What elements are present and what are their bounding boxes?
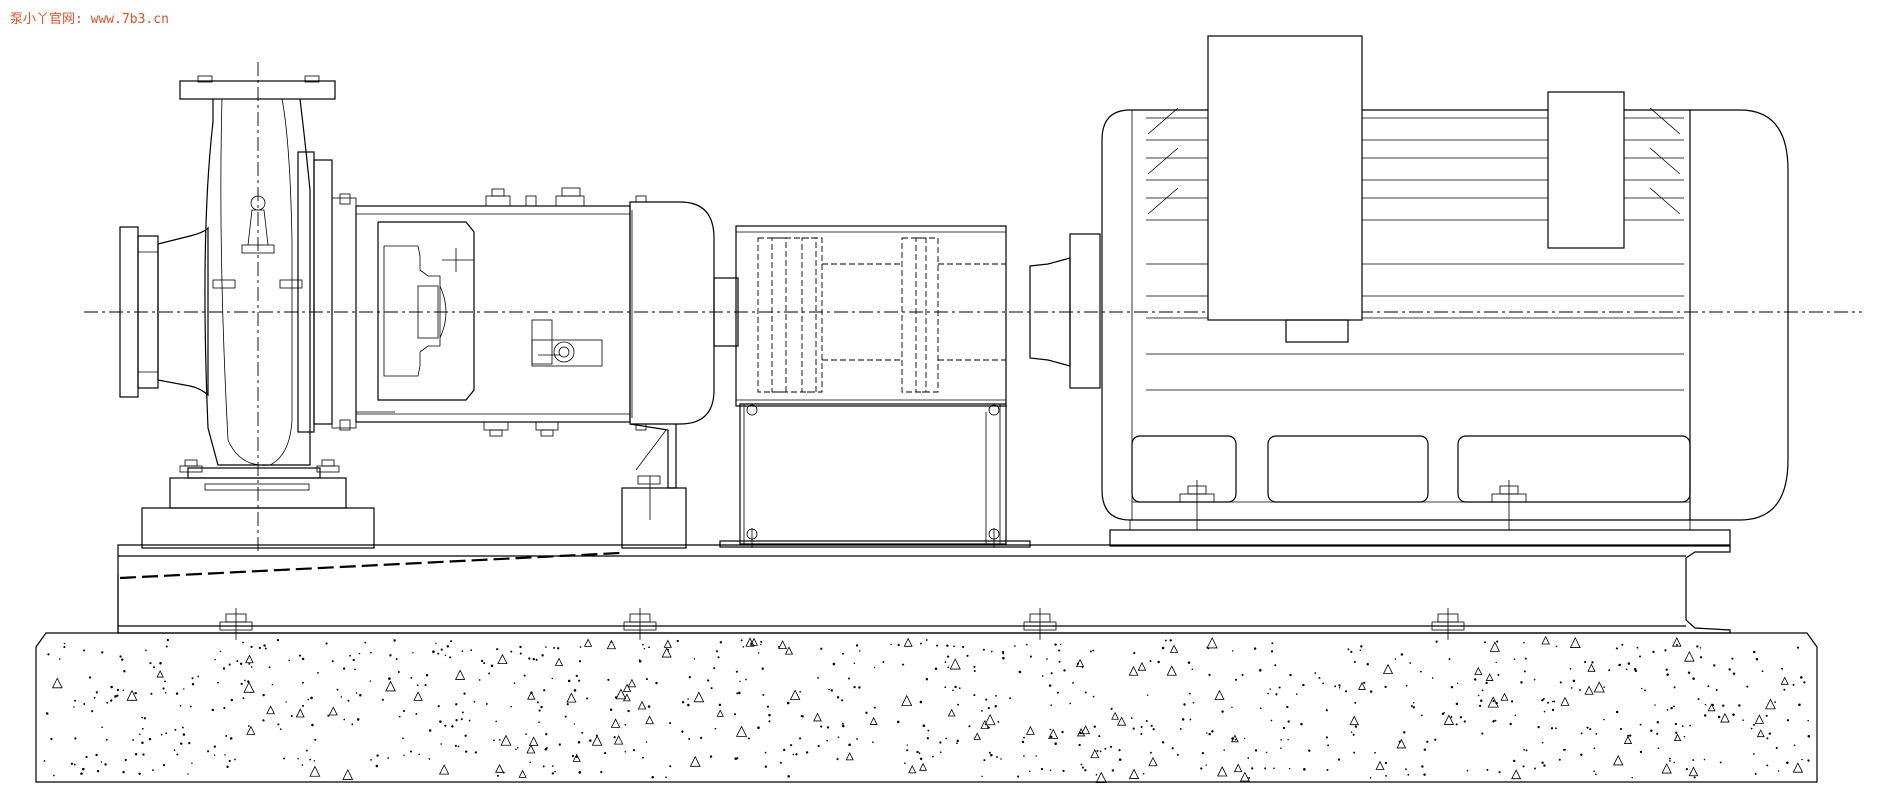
motor-foot-bolt (1179, 480, 1527, 530)
pump-casing (119, 62, 375, 555)
watermark-text: 泵小丫官网: www.7b3.cn (10, 12, 169, 27)
concrete-speckles (43, 635, 1811, 783)
coupling-guard (719, 225, 1031, 548)
electric-motor (1029, 35, 1789, 547)
baseplate (117, 544, 1731, 634)
pump-foot-bolt (179, 459, 340, 473)
anchor-bolts (219, 608, 1465, 640)
bearing-frame (339, 187, 715, 549)
pump-shaft-end (713, 277, 739, 347)
concrete-foundation (35, 632, 1818, 783)
